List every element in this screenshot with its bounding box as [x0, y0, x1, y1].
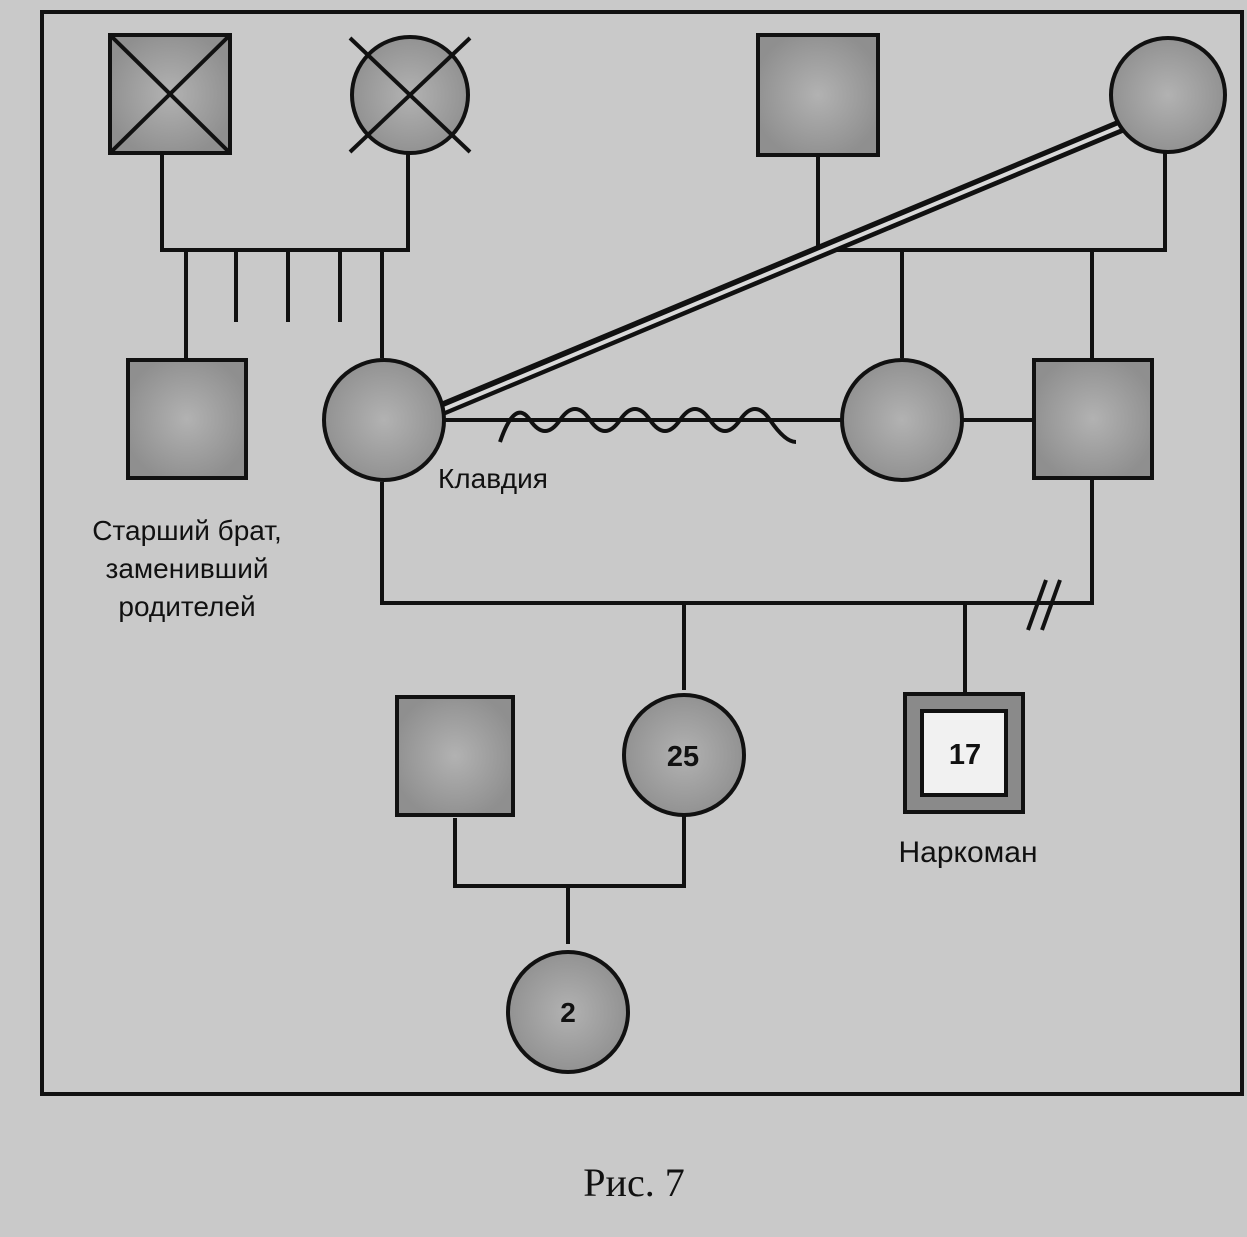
husband-symbol [1032, 358, 1154, 480]
addict-label: Наркоман [898, 836, 1037, 869]
conflict-wave-line [498, 407, 797, 444]
divorce-mark-2 [1040, 579, 1062, 631]
son-in-law-symbol [395, 695, 515, 817]
close-relationship-line [423, 117, 1133, 421]
klavdia-label: Клавдия [438, 463, 548, 494]
granddaughter-age: 2 [560, 997, 576, 1028]
klavdia-husband-marriage-line [380, 480, 1094, 605]
deceased-grandmother-symbol [348, 35, 472, 155]
grandfather-right-symbol [756, 33, 880, 157]
grandparents-left-marriage-line [160, 152, 410, 252]
daughter-symbol [622, 693, 746, 817]
daughter-marriage-line [453, 816, 686, 888]
older-brother-label-line-3: родителей [118, 591, 255, 622]
figure-caption: Рис. 7 [583, 1160, 684, 1205]
grandparents-right-marriage-line [816, 150, 1167, 252]
deceased-grandfather-symbol [108, 33, 232, 155]
relationship-lines [160, 150, 1167, 944]
grandmother-right-symbol [1109, 36, 1227, 154]
figure-frame [40, 10, 1244, 1096]
older-brother-label-line-2: заменивший [106, 553, 269, 584]
klavdia-symbol [322, 358, 446, 482]
son-age: 17 [949, 739, 981, 771]
daughter-age: 25 [667, 741, 699, 773]
granddaughter-symbol [506, 950, 630, 1074]
older-brother-label-line-1: Старший брат, [92, 515, 281, 546]
older-brother-symbol [126, 358, 248, 480]
aunt-symbol [840, 358, 964, 482]
divorce-mark-1 [1026, 579, 1048, 631]
addict-son-symbol [903, 692, 1025, 814]
